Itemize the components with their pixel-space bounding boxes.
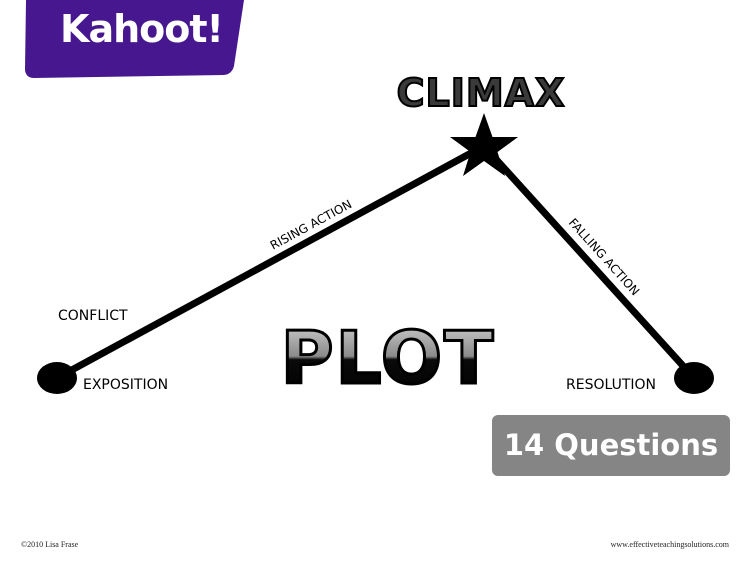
copyright-text: ©2010 Lisa Frase [21,540,79,549]
resolution-label: RESOLUTION [566,377,656,393]
resolution-point [674,362,714,394]
kahoot-logo-badge [25,0,244,78]
climax-star-icon [450,113,518,176]
exposition-label: EXPOSITION [83,377,168,393]
plot-title: PLOT [281,316,495,400]
questions-count-badge: 14 Questions [492,415,730,476]
conflict-label: CONFLICT [58,308,128,324]
exposition-point [37,362,77,394]
source-url: www.effectiveteachingsolutions.com [610,540,729,549]
falling-action-line [480,142,698,382]
falling-action-label: FALLING ACTION [566,216,642,299]
rising-action-line [53,142,488,382]
climax-title: CLIMAX [397,71,566,115]
kahoot-logo: Kahoot! [60,7,224,51]
